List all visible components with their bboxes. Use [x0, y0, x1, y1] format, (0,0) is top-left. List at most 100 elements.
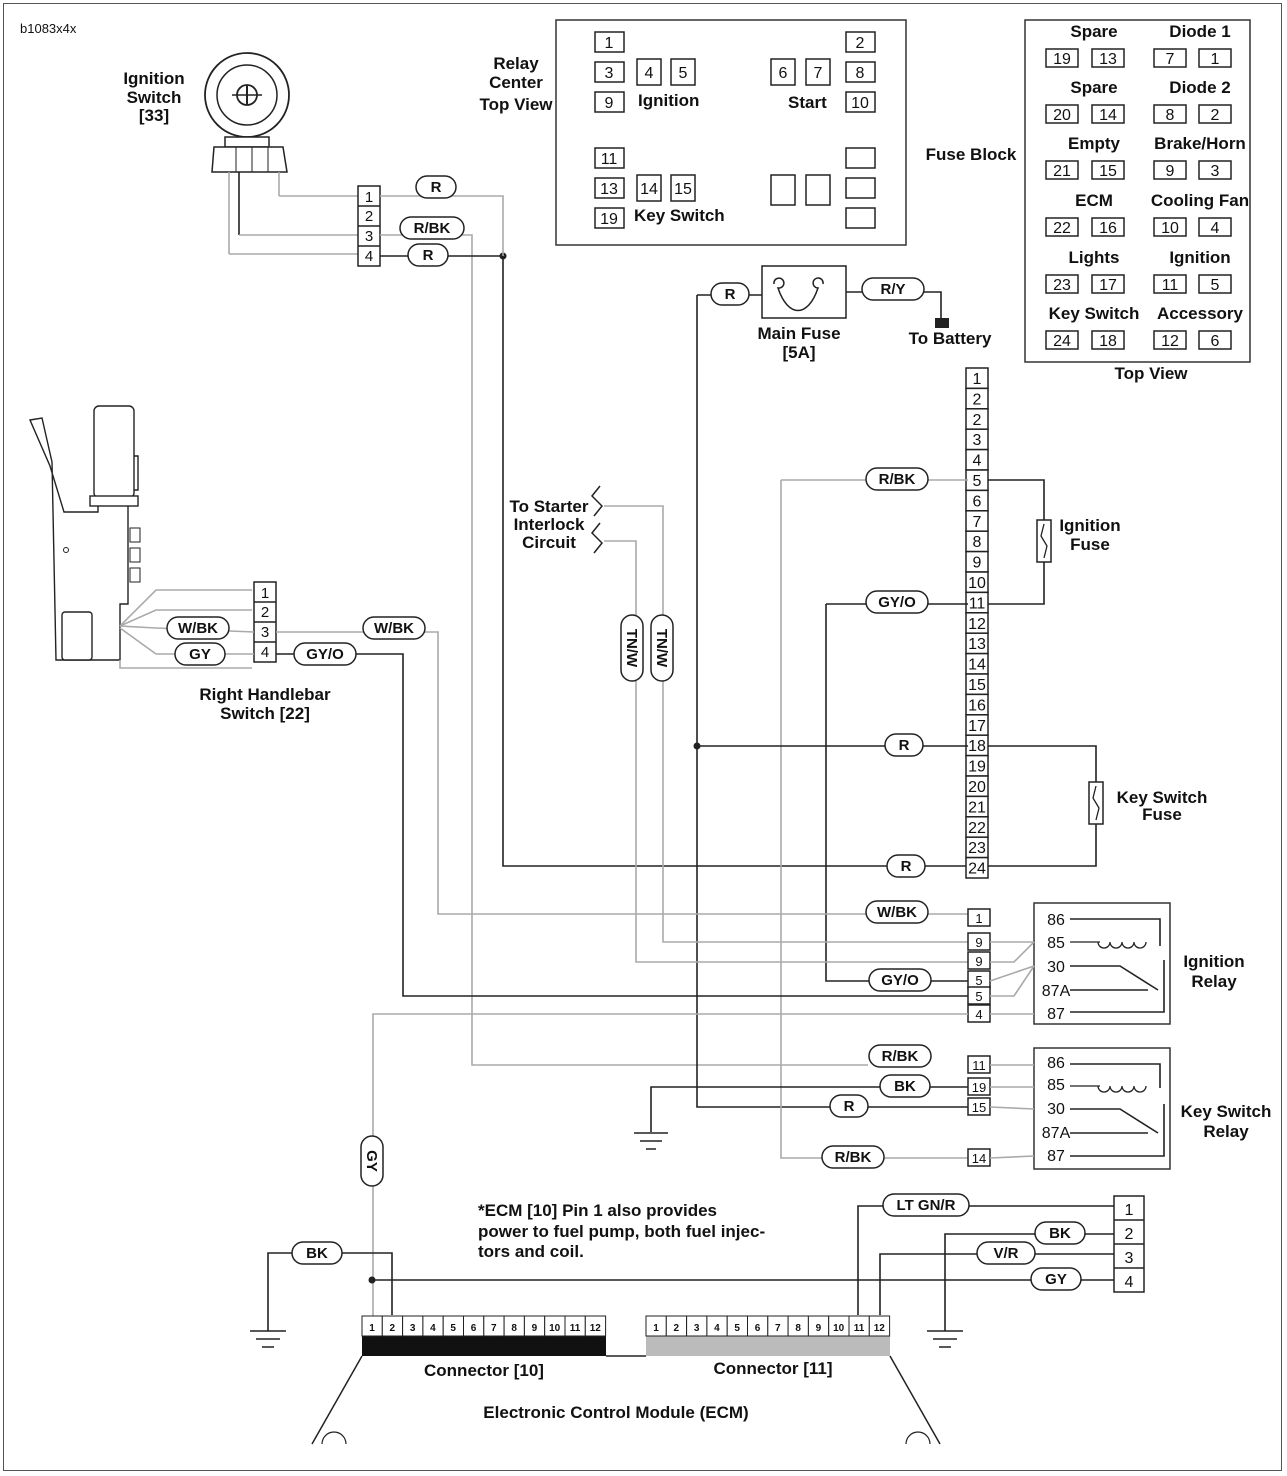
svg-text:1: 1 [605, 35, 614, 52]
ecm-connector-10-pin-number: 3 [410, 1323, 416, 1334]
svg-text:R: R [899, 737, 910, 754]
svg-text:1: 1 [1125, 1202, 1134, 1219]
ecm-connector-11-pin-number: 3 [694, 1323, 700, 1334]
ecm-connector-10-pin-number: 2 [390, 1323, 396, 1334]
svg-text:2: 2 [1125, 1226, 1134, 1243]
fuse-cell-number: 22 [1053, 220, 1071, 237]
svg-text:7: 7 [814, 65, 823, 82]
fuse-row-right-label: Cooling Fan [1151, 191, 1249, 210]
wire-label: GY/O [865, 590, 929, 614]
fuse-row-right-label: Diode 2 [1169, 78, 1230, 97]
relay-connector-pin-number: 15 [972, 1100, 986, 1115]
svg-text:Relay: Relay [1191, 972, 1237, 991]
ecm-connector-10-pin-number: 1 [369, 1323, 375, 1334]
fuse-strip-pin-number: 18 [968, 738, 986, 755]
relay-terminal-label: 85 [1047, 935, 1065, 952]
relay-terminal-label: 30 [1047, 959, 1065, 976]
fuse-strip-pin-number: 12 [968, 616, 986, 633]
four-pin-connector: 1 2 3 4 [1113, 1195, 1145, 1293]
connector-11-body [646, 1336, 890, 1356]
relay-connector-pin [967, 908, 991, 927]
svg-text:3: 3 [261, 624, 269, 641]
fuse-cell [1198, 104, 1232, 124]
fuse-cell-number: 3 [1211, 163, 1220, 180]
svg-text:4: 4 [645, 65, 654, 82]
ecm-connector-11-pin-number: 11 [854, 1323, 865, 1334]
fuse-cell-number: 23 [1053, 277, 1071, 294]
fuse-cell [1153, 330, 1187, 350]
svg-text:Main Fuse: Main Fuse [757, 324, 840, 343]
wire-label: R [415, 175, 457, 199]
ecm-connector-10-pin-number: 11 [570, 1323, 581, 1334]
fuse-row-left-label: ECM [1075, 191, 1113, 210]
svg-text:Connector [10]: Connector [10] [424, 1361, 544, 1380]
relay-terminal-label: 87 [1047, 1006, 1065, 1023]
svg-text:Fuse: Fuse [1142, 805, 1182, 824]
svg-text:9: 9 [605, 95, 614, 112]
fuse-strip-pin-number: 1 [973, 371, 982, 388]
ecm-connector-10-pin-number: 4 [430, 1323, 436, 1334]
svg-text:V/R: V/R [993, 1245, 1018, 1262]
fuse-cell [1091, 104, 1125, 124]
svg-text:4: 4 [365, 248, 373, 265]
fuse-cell [1091, 160, 1125, 180]
wire-label: GY/O [293, 642, 357, 666]
ecm-connector-10-pin-number: 12 [590, 1323, 602, 1334]
svg-text:GY/O: GY/O [878, 594, 916, 611]
ecm-connector-11-pin-number: 12 [874, 1323, 886, 1334]
fuse-row-right-label: Brake/Horn [1154, 134, 1246, 153]
svg-text:[5A]: [5A] [782, 343, 815, 362]
svg-text:R/Y: R/Y [880, 281, 905, 298]
fuse-strip-pin-number: 7 [973, 514, 982, 531]
svg-text:TN/W: TN/W [653, 629, 670, 668]
ground-symbol-icon [250, 1330, 286, 1348]
svg-text:2: 2 [856, 35, 865, 52]
fuse-cell-number: 13 [1099, 51, 1117, 68]
fuse-strip-pin [965, 856, 989, 879]
svg-text:Ignition: Ignition [1059, 516, 1120, 535]
wire-label: R/Y [861, 277, 925, 301]
fuse-strip-pin-number: 15 [968, 677, 986, 694]
fuse-cell [1153, 104, 1187, 124]
fuse-strip-pin-number: 20 [968, 779, 986, 796]
svg-text:Ignition: Ignition [1183, 952, 1244, 971]
ecm-connector-10-pin-number: 10 [549, 1323, 561, 1334]
fuse-cell [1198, 217, 1232, 237]
svg-text:Key Switch: Key Switch [634, 206, 725, 225]
svg-text:Fuse: Fuse [1070, 535, 1110, 554]
svg-text:R: R [844, 1098, 855, 1115]
fuse-cell-number: 10 [1161, 220, 1179, 237]
svg-text:GY: GY [363, 1150, 380, 1172]
ground-symbol-icon [927, 1330, 963, 1348]
fuse-strip-pin-number: 24 [968, 861, 986, 878]
fuse-cell [1198, 274, 1232, 294]
ecm-connector-10-pin-number: 6 [471, 1323, 477, 1334]
ignition-relay-coil-icon [1070, 941, 1147, 949]
svg-text:Center: Center [489, 73, 543, 92]
diagram-frame [3, 3, 1282, 1471]
fuse-cell-number: 18 [1099, 333, 1117, 350]
svg-text:GY/O: GY/O [306, 646, 344, 663]
svg-text:To Battery: To Battery [909, 329, 992, 348]
fuse-cell-number: 6 [1211, 333, 1220, 350]
fuse-strip-pin-number: 2 [973, 412, 982, 429]
svg-text:8: 8 [856, 65, 865, 82]
fuse-strip-pin-number: 4 [973, 453, 982, 470]
svg-text:1: 1 [261, 585, 269, 602]
wire-label: R/BK [868, 1044, 932, 1068]
ignition-switch-title: Ignition [123, 69, 184, 88]
svg-text:GY: GY [1045, 1271, 1067, 1288]
svg-text:power to fuel pump, both fuel: power to fuel pump, both fuel injec- [478, 1222, 765, 1241]
fuse-cell-number: 24 [1053, 333, 1071, 350]
svg-text:Connector [11]: Connector [11] [713, 1359, 832, 1378]
fuse-cell [1045, 217, 1079, 237]
svg-text:10: 10 [851, 95, 869, 112]
ecm-connector-10-pin-number: 8 [511, 1323, 517, 1334]
fuse-row-left-label: Spare [1070, 22, 1117, 41]
ecm-connector-11-pin-number: 5 [734, 1323, 740, 1334]
fuse-cell [1045, 104, 1079, 124]
fuse-row-right-label: Diode 1 [1169, 22, 1230, 41]
svg-text:R/BK: R/BK [835, 1149, 872, 1166]
wire-label: R [710, 282, 750, 306]
